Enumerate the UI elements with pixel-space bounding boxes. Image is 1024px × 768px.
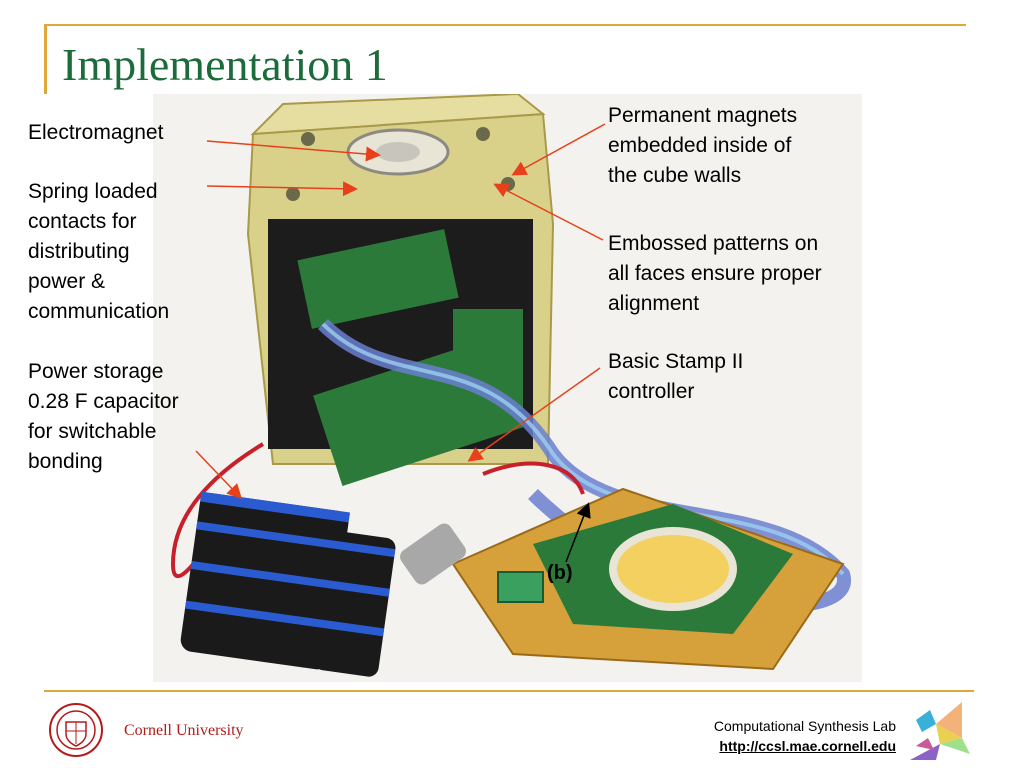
label-line: the cube walls [608,164,742,187]
label-embossed-patterns: Embossed patterns on all faces ensure pr… [608,229,822,319]
label-line: controller [608,380,695,403]
label-line: contacts for [28,210,137,233]
title-accent-bar [44,26,47,94]
label-line: all faces ensure proper [608,262,822,285]
label-electromagnet: Electromagnet [28,118,163,148]
photo-label-b: (b) [547,562,573,584]
label-line: Spring loaded [28,180,158,203]
label-line: embedded inside of [608,134,792,157]
label-line: alignment [608,292,700,315]
cornell-seal-icon [49,703,103,757]
label-line: for switchable [28,420,157,443]
lab-url-link[interactable]: http://ccsl.mae.cornell.edu [719,738,896,754]
label-line: Basic Stamp II [608,350,744,373]
label-line: Permanent magnets [608,104,798,127]
label-line: Embossed patterns on [608,232,819,255]
cornell-wordmark: Cornell University [124,722,244,739]
label-line: Electromagnet [28,121,164,144]
tangram-logo-icon [910,702,970,760]
label-spring-contacts: Spring loaded contacts for distributing … [28,177,169,327]
label-power-storage: Power storage 0.28 F capacitor for switc… [28,357,179,477]
label-permanent-magnets: Permanent magnets embedded inside of the… [608,101,797,191]
label-line: power & [28,270,106,293]
label-line: 0.28 F capacitor [28,390,179,413]
lab-name: Computational Synthesis Lab [713,718,896,734]
label-line: distributing [28,240,130,263]
label-line: Power storage [28,360,164,383]
slide-title: Implementation 1 [62,39,388,90]
label-line: communication [28,300,170,323]
lab-credit: Computational Synthesis Lab http://ccsl.… [714,716,896,756]
footer-rule [44,690,974,692]
label-basic-stamp: Basic Stamp II controller [608,347,743,407]
label-line: bonding [28,450,103,473]
top-rule [44,24,966,26]
